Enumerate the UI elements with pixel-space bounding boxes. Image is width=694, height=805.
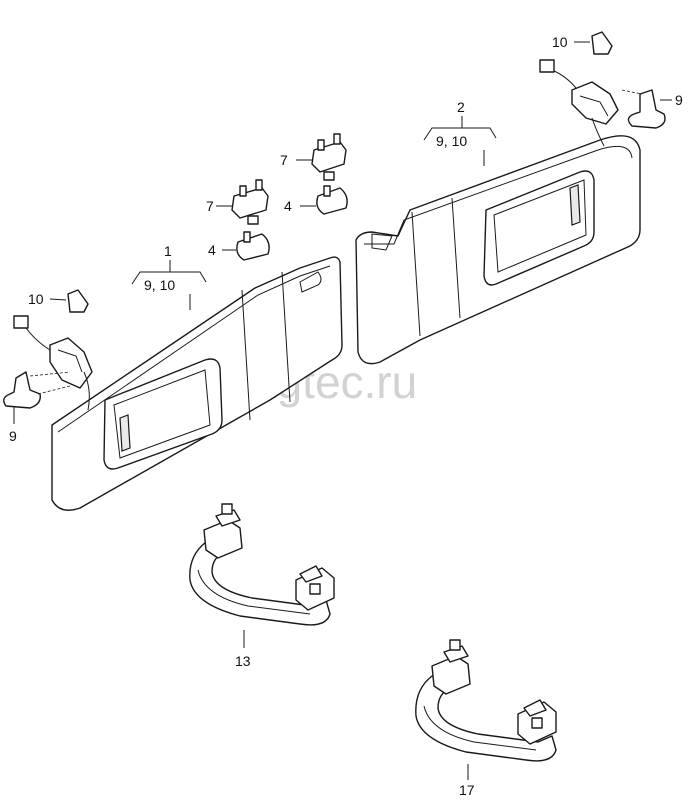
callout-clip-left: 10 bbox=[28, 291, 44, 307]
sun-visor-left bbox=[51, 256, 343, 511]
callout-cap-b: 4 bbox=[284, 198, 292, 214]
callout-cover-right: 9 bbox=[675, 92, 683, 108]
callout-cover-left: 9 bbox=[9, 428, 17, 444]
visor-hinge-left bbox=[13, 315, 93, 411]
clip-left: 10 bbox=[28, 289, 89, 313]
callout-group-visor-left: 1 9, 10 bbox=[131, 243, 207, 310]
callout-bracket-a: 7 bbox=[206, 198, 214, 214]
cover-left: 9 bbox=[3, 371, 71, 444]
grab-handle-rear: 17 bbox=[415, 639, 557, 798]
connector-plug-left bbox=[13, 315, 29, 329]
connector-plug-right bbox=[539, 59, 555, 73]
callout-visor-right-number: 2 bbox=[457, 99, 465, 115]
callout-group-visor-right: 2 9, 10 bbox=[423, 99, 497, 166]
visor-hinge-right bbox=[539, 59, 619, 147]
callout-cap-a: 4 bbox=[208, 242, 216, 258]
grab-handle-front: 13 bbox=[189, 503, 335, 669]
callout-bracket-b: 7 bbox=[280, 152, 288, 168]
callout-grab-handle-rear: 17 bbox=[459, 782, 475, 798]
callout-visor-right-sub: 9, 10 bbox=[436, 133, 467, 149]
cover-right: 9 bbox=[621, 89, 683, 129]
cap-a: 4 bbox=[208, 231, 270, 261]
bracket-a: 7 bbox=[206, 179, 269, 225]
bracket-b: 7 bbox=[280, 133, 347, 181]
callout-grab-handle-front: 13 bbox=[235, 653, 251, 669]
callout-visor-left-number: 1 bbox=[164, 243, 172, 259]
clip-top-right: 10 bbox=[552, 31, 613, 55]
callout-clip-top-right: 10 bbox=[552, 34, 568, 50]
cap-b: 4 bbox=[284, 185, 348, 215]
sun-visor-right bbox=[355, 135, 641, 365]
callout-visor-left-sub: 9, 10 bbox=[144, 277, 175, 293]
